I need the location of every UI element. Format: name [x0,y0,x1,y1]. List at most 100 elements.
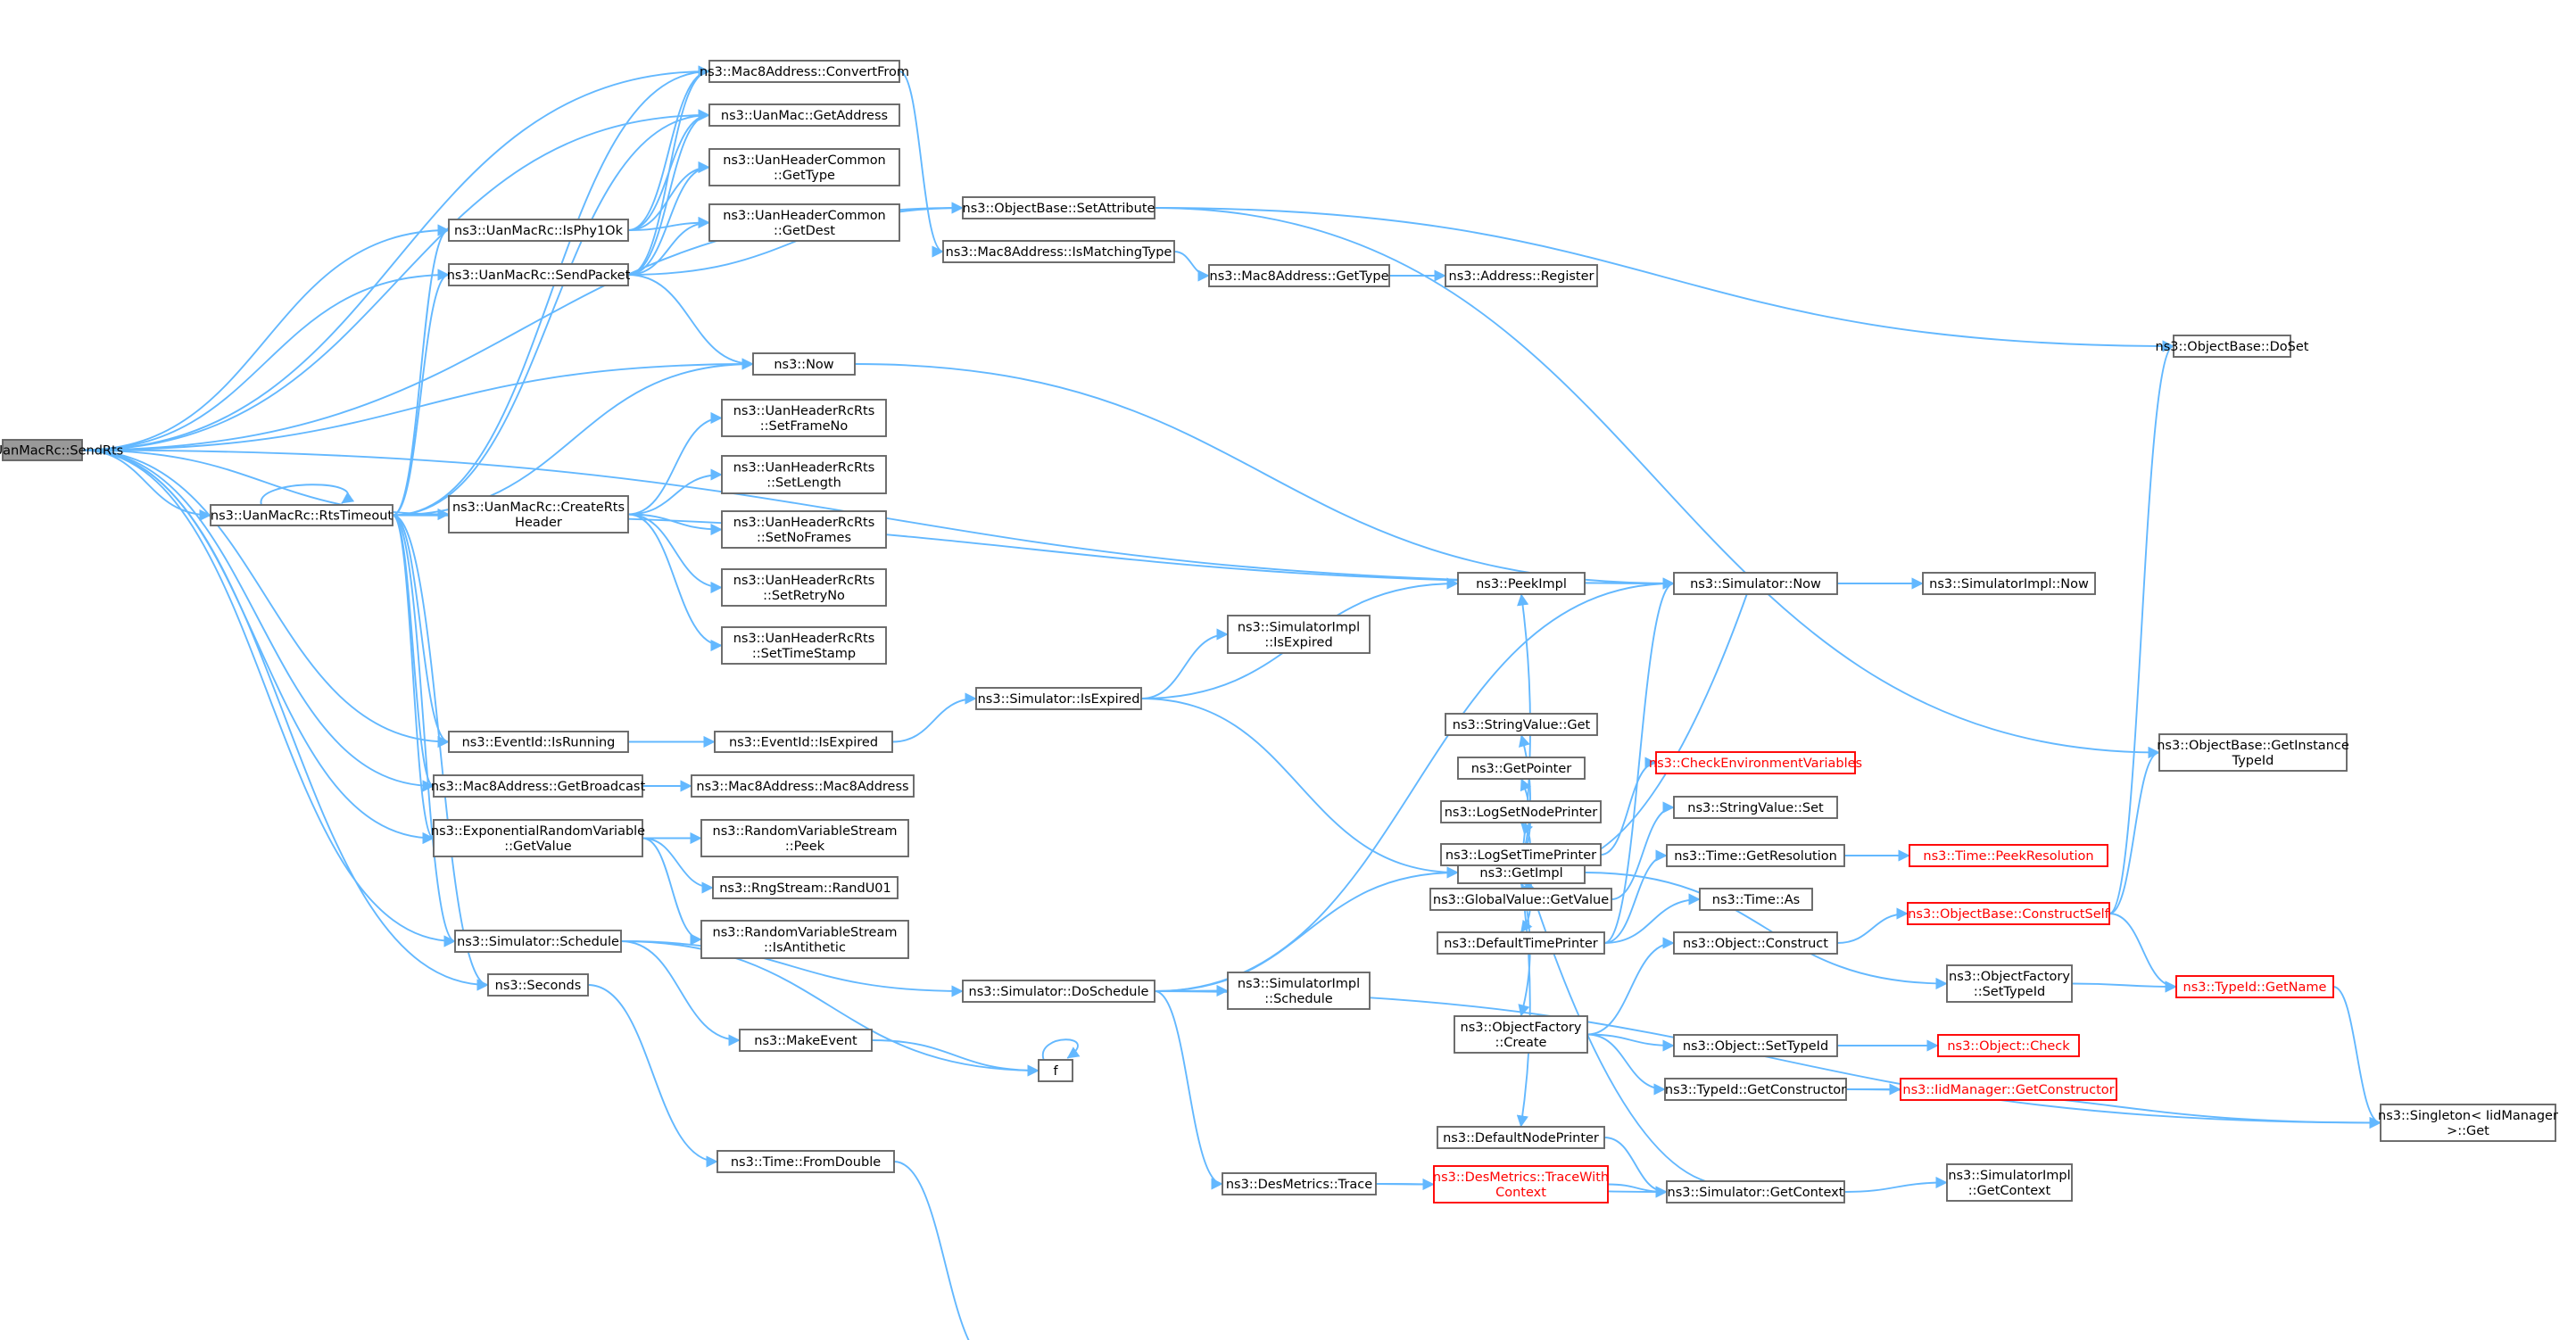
node-box[interactable] [1429,888,1612,911]
node-rcrts_setnoframes[interactable]: ns3::UanHeaderRcRts::SetNoFrames [721,510,887,549]
node-box[interactable] [708,148,900,186]
node-typeid_getname[interactable]: ns3::TypeId::GetName [2175,975,2334,998]
node-mac8_mac8address[interactable]: ns3::Mac8Address::Mac8Address [691,774,915,798]
node-box[interactable] [448,731,629,753]
node-box[interactable] [1937,1034,2080,1057]
node-typeid_getconstructor[interactable]: ns3::TypeId::GetConstructor [1664,1078,1847,1101]
node-isphy1ok[interactable]: ns3::UanMacRc::IsPhy1Ok [448,219,629,242]
node-box[interactable] [716,1150,895,1173]
node-box[interactable] [962,980,1155,1003]
node-box[interactable] [721,568,887,607]
node-box[interactable] [1208,264,1390,287]
node-box[interactable] [1673,796,1838,819]
node-box[interactable] [1457,572,1586,595]
node-rcrts_settimestamp[interactable]: ns3::UanHeaderRcRts::SetTimeStamp [721,626,887,665]
node-box[interactable] [700,819,909,857]
node-box[interactable] [1437,931,1605,955]
node-defaultnodeprinter[interactable]: ns3::DefaultNodePrinter [1437,1126,1605,1149]
node-iidmanager_getconstructor[interactable]: ns3::IidManager::GetConstructor [1900,1078,2117,1101]
node-desmetrics_trace[interactable]: ns3::DesMetrics::Trace [1222,1172,1377,1195]
node-box[interactable] [712,876,899,899]
node-box[interactable] [1946,1163,2073,1202]
node-mac8_gettype[interactable]: ns3::Mac8Address::GetType [1208,264,1390,287]
node-box[interactable] [2380,1104,2556,1142]
node-objectbase_setattribute[interactable]: ns3::ObjectBase::SetAttribute [962,196,1155,219]
node-logsetnodeprinter[interactable]: ns3::LogSetNodePrinter [1440,800,1602,823]
node-box[interactable] [1922,572,2096,595]
node-simimpl_schedule[interactable]: ns3::SimulatorImpl::Schedule [1227,972,1371,1010]
node-mac8_convertfrom[interactable]: ns3::Mac8Address::ConvertFrom [700,60,909,83]
node-box[interactable] [1900,1078,2117,1101]
node-box[interactable] [433,774,643,798]
node-box[interactable] [721,510,887,549]
node-objectfactory_settypeid[interactable]: ns3::ObjectFactory::SetTypeId [1946,964,2073,1003]
node-rngstream_randu01[interactable]: ns3::RngStream::RandU01 [712,876,899,899]
node-box[interactable] [1454,1015,1588,1054]
node-stringvalue_set[interactable]: ns3::StringValue::Set [1673,796,1838,819]
node-sim_getcontext[interactable]: ns3::Simulator::GetContext [1666,1180,1845,1204]
node-mac8_ismatchingtype[interactable]: ns3::Mac8Address::IsMatchingType [942,240,1175,263]
node-box[interactable] [942,240,1175,263]
node-box[interactable] [1433,1165,1609,1204]
node-rcrts_setframeno[interactable]: ns3::UanHeaderRcRts::SetFrameNo [721,399,887,437]
node-box[interactable] [1655,751,1856,774]
node-object_construct[interactable]: ns3::Object::Construct [1673,931,1838,955]
node-sim_isexpired[interactable]: ns3::Simulator::IsExpired [975,687,1142,710]
node-box[interactable] [448,219,629,242]
node-box[interactable] [1909,844,2108,867]
node-mac8_getbroadcast[interactable]: ns3::Mac8Address::GetBroadcast [431,774,646,798]
node-box[interactable] [721,399,887,437]
node-rvs_isantithetic[interactable]: ns3::RandomVariableStream::IsAntithetic [700,920,909,959]
node-box[interactable] [975,687,1142,710]
node-box[interactable] [1673,931,1838,955]
node-box[interactable] [448,495,629,534]
node-seconds[interactable]: ns3::Seconds [487,973,589,997]
node-box[interactable] [708,60,900,83]
node-exprv_getvalue[interactable]: ns3::ExponentialRandomVariable::GetValue [431,819,645,857]
node-box[interactable] [1664,1078,1847,1101]
node-box[interactable] [2175,975,2334,998]
node-box[interactable] [739,1029,873,1052]
node-box[interactable] [2158,733,2348,772]
node-box[interactable] [962,196,1155,219]
node-hdrcommon_gettype[interactable]: ns3::UanHeaderCommon::GetType [708,148,900,186]
node-box[interactable] [210,504,393,526]
node-sim_now[interactable]: ns3::Simulator::Now [1673,572,1838,595]
node-box[interactable] [708,203,900,242]
node-rtstimeout[interactable]: ns3::UanMacRc::RtsTimeout [210,504,393,526]
node-box[interactable] [1445,264,1598,287]
node-f[interactable]: f [1038,1059,1073,1082]
node-box[interactable] [1445,713,1598,736]
node-logsettimeprinter[interactable]: ns3::LogSetTimePrinter [1440,843,1602,866]
node-box[interactable] [721,455,887,494]
node-sendpacket[interactable]: ns3::UanMacRc::SendPacket [447,263,631,286]
node-peekimpl[interactable]: ns3::PeekImpl [1457,572,1586,595]
node-rcrts_setlength[interactable]: ns3::UanHeaderRcRts::SetLength [721,455,887,494]
node-address_register[interactable]: ns3::Address::Register [1445,264,1598,287]
node-box[interactable] [448,263,629,286]
node-stringvalue_get[interactable]: ns3::StringValue::Get [1445,713,1598,736]
node-object_settypeid[interactable]: ns3::Object::SetTypeId [1673,1034,1838,1057]
node-defaulttimeprinter[interactable]: ns3::DefaultTimePrinter [1437,931,1605,955]
node-uanmac_getaddress[interactable]: ns3::UanMac::GetAddress [708,103,900,127]
node-box[interactable] [1440,843,1602,866]
node-box[interactable] [1907,902,2110,925]
node-objectbase_constructself[interactable]: ns3::ObjectBase::ConstructSelf [1907,902,2110,925]
node-box[interactable] [700,920,909,959]
node-simimpl_getcontext[interactable]: ns3::SimulatorImpl::GetContext [1946,1163,2073,1202]
node-box[interactable] [1673,572,1838,595]
node-box[interactable] [721,626,887,665]
node-rcrts_setretryno[interactable]: ns3::UanHeaderRcRts::SetRetryNo [721,568,887,607]
node-box[interactable] [454,930,622,953]
node-box[interactable] [2173,335,2291,358]
node-checkenvvars[interactable]: ns3::CheckEnvironmentVariables [1649,751,1862,774]
node-box[interactable] [1666,1180,1845,1204]
node-time_getresolution[interactable]: ns3::Time::GetResolution [1666,844,1845,867]
node-eventid_isrunning[interactable]: ns3::EventId::IsRunning [448,731,629,753]
node-getpointer[interactable]: ns3::GetPointer [1457,757,1586,780]
node-box[interactable] [714,731,893,753]
node-makeevent[interactable]: ns3::MakeEvent [739,1029,873,1052]
